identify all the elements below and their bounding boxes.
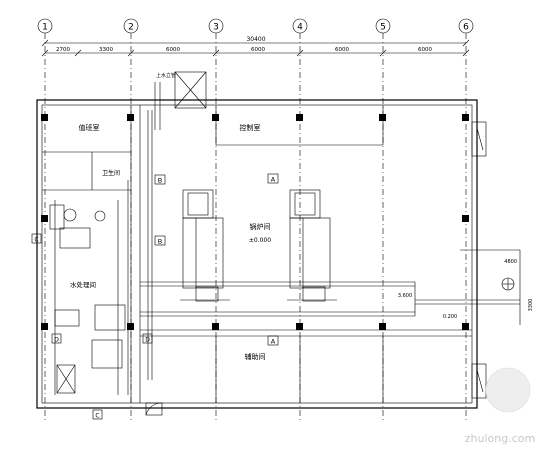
axis-bubble-6: 6 bbox=[458, 18, 474, 34]
duty-room-label: 值班室 bbox=[79, 123, 100, 132]
span-1: 2700 bbox=[56, 47, 70, 53]
total-dimension: 30400 bbox=[246, 36, 265, 43]
piping bbox=[49, 110, 520, 395]
section-c-bottom: C bbox=[95, 413, 99, 420]
axis-bubble-2: 2 bbox=[123, 18, 139, 34]
toilet-label: 卫生间 bbox=[102, 169, 120, 177]
axis-3-label: 3 bbox=[213, 23, 219, 33]
section-c-left: C bbox=[34, 237, 38, 244]
control-room-label: 控制室 bbox=[240, 123, 261, 132]
axis-2-label: 2 bbox=[128, 23, 134, 33]
span-6: 6000 bbox=[418, 47, 432, 53]
aux-room-label: 辅助间 bbox=[245, 352, 266, 361]
riser-note: 上水立管 bbox=[156, 72, 176, 79]
level-b: 0.200 bbox=[443, 314, 457, 320]
chimney: 上水立管 bbox=[154, 71, 207, 130]
axis-6-label: 6 bbox=[463, 23, 469, 33]
axis-4-label: 4 bbox=[297, 23, 303, 33]
room-labels: 值班室 控制室 卫生间 水处理间 锅炉间 ±0.000 辅助间 bbox=[70, 123, 271, 361]
section-d-right: D bbox=[145, 337, 150, 344]
section-marks: A A B B C C D D bbox=[31, 173, 279, 420]
side-dim-upper: 4800 bbox=[504, 259, 517, 265]
boiler-1 bbox=[180, 189, 230, 302]
section-d-left: D bbox=[54, 337, 59, 344]
water-room-label: 水处理间 bbox=[70, 280, 96, 289]
span-2: 3300 bbox=[99, 47, 113, 53]
span-3: 6000 bbox=[166, 47, 180, 53]
axis-1-label: 1 bbox=[42, 23, 48, 33]
span-5: 6000 bbox=[335, 47, 349, 53]
boiler-2 bbox=[287, 189, 337, 302]
level-a: 3.600 bbox=[398, 293, 412, 299]
section-a-top: A bbox=[271, 176, 276, 184]
watermark-text: zhulong.com bbox=[465, 432, 535, 445]
axis-5-label: 5 bbox=[380, 23, 386, 33]
interior-partitions bbox=[42, 105, 472, 416]
axis-bubble-4: 4 bbox=[292, 18, 308, 34]
outer-walls bbox=[36, 99, 487, 409]
section-b-top: B bbox=[158, 177, 162, 185]
columns bbox=[41, 114, 469, 330]
side-dimensions: 4800 3300 3.600 0.200 bbox=[398, 250, 534, 325]
axis-bubble-1: 1 bbox=[37, 18, 53, 34]
watermark: zhulong.com bbox=[465, 367, 535, 445]
elevation-label: ±0.000 bbox=[249, 237, 271, 244]
boiler-room-label: 锅炉间 bbox=[250, 222, 271, 231]
axis-bubble-5: 5 bbox=[375, 18, 391, 34]
dimension-chain: 30400 2700 3300 6000 6000 6000 6000 bbox=[41, 36, 470, 57]
axis-bubbles: 1 2 3 4 5 6 bbox=[37, 18, 474, 34]
side-dim-lower: 3300 bbox=[528, 299, 534, 312]
section-a-bottom: A bbox=[271, 338, 276, 346]
span-4: 6000 bbox=[251, 47, 265, 53]
section-b-mid: B bbox=[158, 238, 162, 246]
axis-bubble-3: 3 bbox=[208, 18, 224, 34]
